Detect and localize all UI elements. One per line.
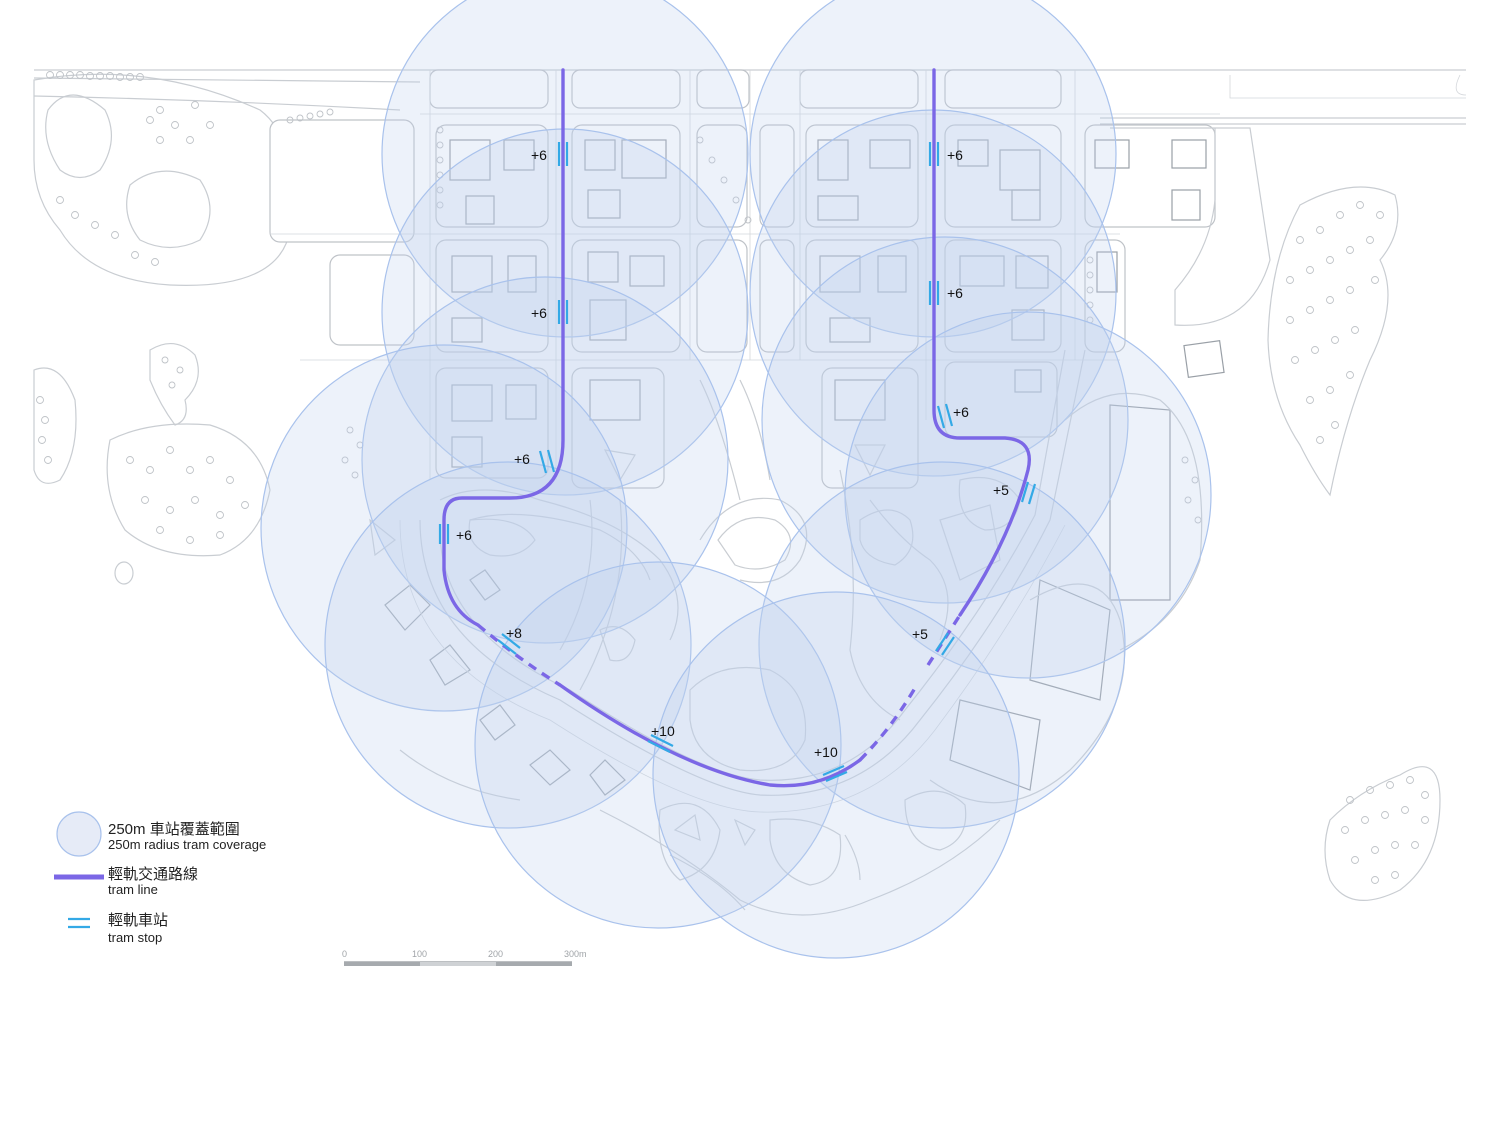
coverage-circle-w1: [381, 0, 749, 338]
legend-coverage-en: 250m radius tram coverage: [108, 837, 267, 852]
tram-stop-e4: [935, 632, 955, 656]
stop-label-e1: +6: [947, 147, 963, 163]
stop-label-s1: +10: [651, 723, 675, 739]
legend-item-coverage: 250m 車站覆蓋範圍 250m radius tram coverage: [50, 810, 266, 858]
legend-item-tram-stop: 輕軌車站 tram stop: [50, 913, 168, 945]
stop-label-w2: +6: [531, 305, 547, 321]
stop-elevation-labels: +6 +6 +6 +6 +8 +10 +10 +5 +5 +6 +6 +6: [456, 147, 1009, 760]
tram-stop-w5: [497, 633, 521, 655]
tram-stop-w2: [557, 300, 569, 324]
tram-stop-e3: [936, 403, 954, 429]
stop-label-w5: +8: [506, 625, 522, 641]
tram-line-south-dashed: [858, 687, 917, 762]
stop-label-w4: +6: [456, 527, 472, 543]
tram-line: [442, 68, 1031, 788]
tram-line-west-segment: [442, 68, 565, 627]
tram-stop-e5: [1020, 481, 1037, 505]
tram-line-south-segment: [558, 683, 862, 788]
tram-stop-w4: [438, 524, 450, 544]
legend-tram-line-zh: 輕軌交通路線: [108, 866, 199, 883]
legend-tram-stop-en: tram stop: [108, 930, 163, 945]
scale-tick-0: 0: [342, 949, 347, 959]
stop-label-s2: +10: [814, 744, 838, 760]
tram-line-east-dashed: [926, 614, 962, 666]
basemap: [33, 69, 1467, 916]
tram-line-west-dashed: [476, 623, 561, 687]
scale-tick-100: 100: [412, 949, 427, 959]
stop-label-e5: +5: [993, 482, 1009, 498]
tram-stop-s1: [647, 734, 674, 753]
coverage-circle-w3: [361, 276, 729, 644]
legend-coverage-zh: 250m 車站覆蓋範圍: [108, 821, 240, 838]
stop-label-e3: +6: [953, 404, 969, 420]
stop-label-e4: +5: [912, 626, 928, 642]
tram-stop-e2: [928, 281, 940, 305]
tram-line-east-segment: [932, 68, 1031, 617]
tram-stops: [438, 142, 1037, 783]
tram-line-symbol-icon: [50, 867, 108, 881]
coverage-circle-e5: [844, 311, 1212, 679]
legend-item-tram-line: 輕軌交通路線 tram line: [50, 867, 198, 897]
coverage-circle-w2: [381, 128, 749, 496]
coverage-circles: [260, 0, 1212, 959]
tram-stop-symbol-icon: [50, 913, 108, 930]
scale-tick-300m: 300m: [564, 949, 587, 959]
scale-bar: 0 100 200 300m: [342, 949, 587, 966]
legend-tram-stop-zh: 輕軌車站: [108, 912, 169, 929]
coverage-symbol-icon: [50, 810, 108, 858]
tram-stop-w1: [557, 142, 569, 166]
scale-tick-200: 200: [488, 949, 503, 959]
stop-label-w3: +6: [514, 451, 530, 467]
tram-stop-w3: [538, 449, 556, 474]
legend-tram-line-en: tram line: [108, 882, 158, 897]
tram-stop-s2: [822, 764, 848, 783]
coverage-circle-w5: [324, 461, 692, 829]
stop-label-e2: +6: [947, 285, 963, 301]
tram-stop-e1: [928, 142, 940, 166]
coverage-circle-e3: [761, 236, 1129, 604]
stop-label-w1: +6: [531, 147, 547, 163]
